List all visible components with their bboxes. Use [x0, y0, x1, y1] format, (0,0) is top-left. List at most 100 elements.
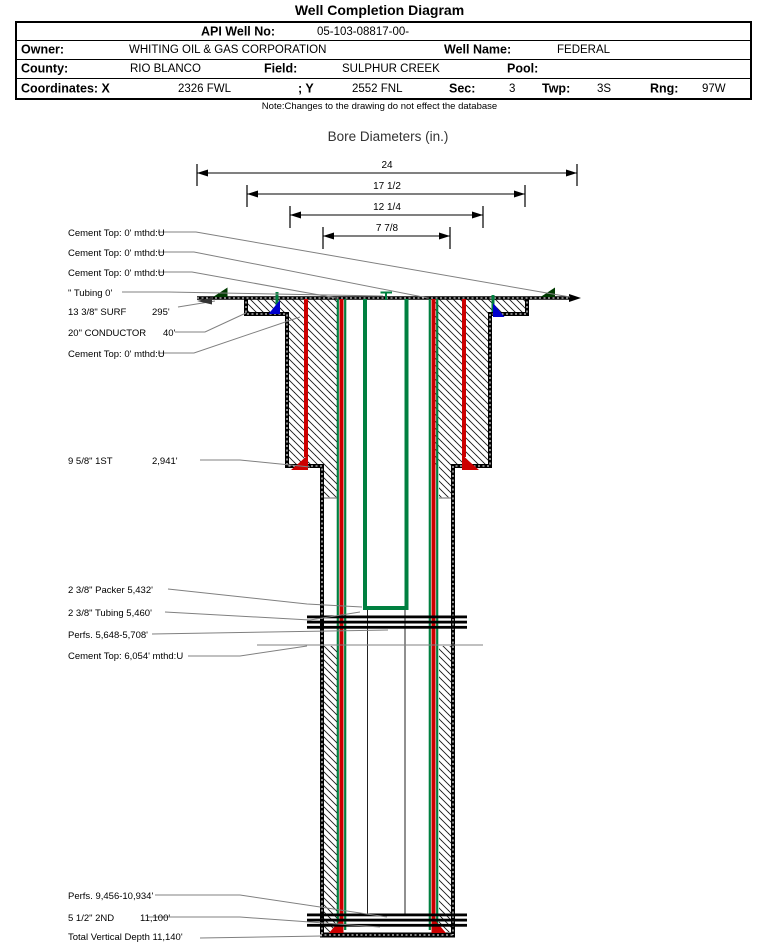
diagram-label: 2 3/8" Tubing 5,460' [68, 608, 152, 619]
surface-marker-group [213, 287, 555, 317]
perforation-bar [307, 625, 467, 629]
dim-value: 24 [381, 160, 393, 171]
field-value: SULPHUR CREEK [342, 62, 440, 75]
dimension-7-7-8: 7 7/8 [322, 223, 451, 249]
leader-line [188, 645, 308, 657]
leader-arrow-icon [197, 297, 212, 305]
diagram-label: 5 1/2" 2ND [68, 913, 114, 924]
leader-line [158, 251, 429, 299]
twp-value: 3S [597, 82, 612, 95]
well-info-table: API Well No: 05-103-08817-00- Owner: WHI… [15, 21, 752, 100]
diagram-label-depth: 2,941' [152, 456, 178, 467]
diagram-label: Cement Top: 0' mthd:U [68, 349, 165, 360]
county-value: RIO BLANCO [130, 62, 201, 75]
leader-line [151, 629, 389, 635]
perforation-bar [307, 615, 467, 619]
leader-line [175, 312, 247, 333]
diagram-label: Total Vertical Depth 11,140' [68, 932, 183, 943]
leader-line [148, 916, 381, 928]
perforation-bar [307, 913, 467, 917]
cement-region [248, 299, 337, 313]
dimension-24: 24 [196, 160, 578, 186]
cement-hatch-group [248, 299, 525, 932]
county-label: County: [21, 61, 69, 76]
conductor-shoe-icon [268, 300, 280, 314]
diagram-label: Cement Top: 0' mthd:U [68, 248, 165, 259]
dim-arrow-left-icon [290, 211, 301, 219]
perforation-bar [307, 620, 467, 624]
field-label: Field: [264, 61, 298, 76]
leader-line [158, 316, 301, 354]
dim-arrow-right-icon [472, 211, 483, 219]
well-name-value: FEDERAL [557, 43, 611, 56]
table-row-coordinates: Coordinates: X 2326 FWL ; Y 2552 FNL Sec… [17, 79, 750, 98]
rng-value: 97W [702, 82, 726, 95]
cement-region [435, 313, 488, 466]
dimension-17-1-2: 17 1/2 [246, 181, 526, 207]
api-well-no-value: 05-103-08817-00- [317, 25, 410, 38]
leader-line [122, 291, 384, 297]
leader-line [200, 459, 311, 468]
diagram-label: Perfs. 9,456-10,934' [68, 891, 153, 902]
bore-diameters-group: Bore Diameters (in.) 24 17 1/2 [196, 129, 578, 249]
table-row-county: County: RIO BLANCO Field: SULPHUR CREEK … [17, 60, 750, 79]
borehole-wall-group [197, 294, 581, 938]
sec-value: 3 [509, 82, 516, 95]
leader-line [158, 271, 337, 299]
leader-line [164, 611, 361, 621]
wall-dot-texture [452, 297, 528, 935]
api-well-no-label: API Well No: [201, 24, 276, 39]
coordinates-y-value: 2552 FNL [352, 82, 403, 95]
coordinates-label: Coordinates: X [21, 81, 110, 96]
perforation-bar [307, 918, 467, 922]
well-name-label: Well Name: [444, 42, 512, 57]
casing-shoe-icon [462, 455, 479, 470]
leader-line [158, 231, 571, 298]
cement-region [324, 646, 337, 932]
dim-arrow-left-icon [247, 190, 258, 198]
diagram-label: Cement Top: 6,054' mthd:U [68, 651, 183, 662]
dim-arrow-right-icon [439, 232, 450, 240]
diagram-label: 9 5/8" 1ST [68, 456, 113, 467]
sec-label: Sec: [449, 81, 476, 96]
dim-arrow-right-icon [566, 169, 577, 177]
cement-region [289, 313, 337, 466]
diagram-label-depth: 11,100' [140, 913, 170, 924]
dim-value: 7 7/8 [376, 223, 399, 234]
bore-diameters-title: Bore Diameters (in.) [328, 129, 449, 144]
leader-line [199, 935, 323, 939]
wall-dot-texture [245, 297, 323, 935]
owner-value: WHITING OIL & GAS CORPORATION [129, 43, 327, 56]
twp-label: Twp: [542, 81, 571, 96]
rng-label: Rng: [650, 81, 679, 96]
dimension-12-1-4: 12 1/4 [289, 202, 484, 228]
diagram-label-group: Cement Top: 0' mthd:U Cement Top: 0' mth… [68, 228, 183, 943]
dim-value: 17 1/2 [373, 181, 401, 192]
wellhead-flag-icon [540, 287, 555, 297]
conductor-shoe-icon [493, 303, 505, 317]
dim-arrow-left-icon [323, 232, 334, 240]
cement-region [439, 646, 451, 932]
cement-region [435, 299, 525, 313]
dim-value: 12 1/4 [373, 202, 401, 213]
table-row-owner: Owner: WHITING OIL & GAS CORPORATION Wel… [17, 41, 750, 60]
diagram-label-depth: 295' [152, 307, 170, 318]
pool-label: Pool: [507, 61, 539, 76]
cement-region [324, 466, 337, 498]
database-note: Note:Changes to the drawing do not effec… [261, 101, 498, 112]
dim-arrow-right-icon [514, 190, 525, 198]
tubing-string [363, 299, 409, 610]
leader-line [167, 588, 363, 608]
diagram-label: 2 3/8" Packer 5,432' [68, 585, 153, 596]
diagram-label: " Tubing 0' [68, 288, 112, 299]
coordinates-x-value: 2326 FWL [178, 82, 232, 95]
table-row-api: API Well No: 05-103-08817-00- [17, 23, 750, 41]
diagram-label: 13 3/8" SURF [68, 307, 126, 318]
perforation-bar [307, 923, 467, 927]
coordinates-y-label: ; Y [298, 81, 314, 96]
diagram-label: Cement Top: 0' mthd:U [68, 268, 165, 279]
leader-line-group [122, 231, 571, 939]
dim-arrow-left-icon [197, 169, 208, 177]
